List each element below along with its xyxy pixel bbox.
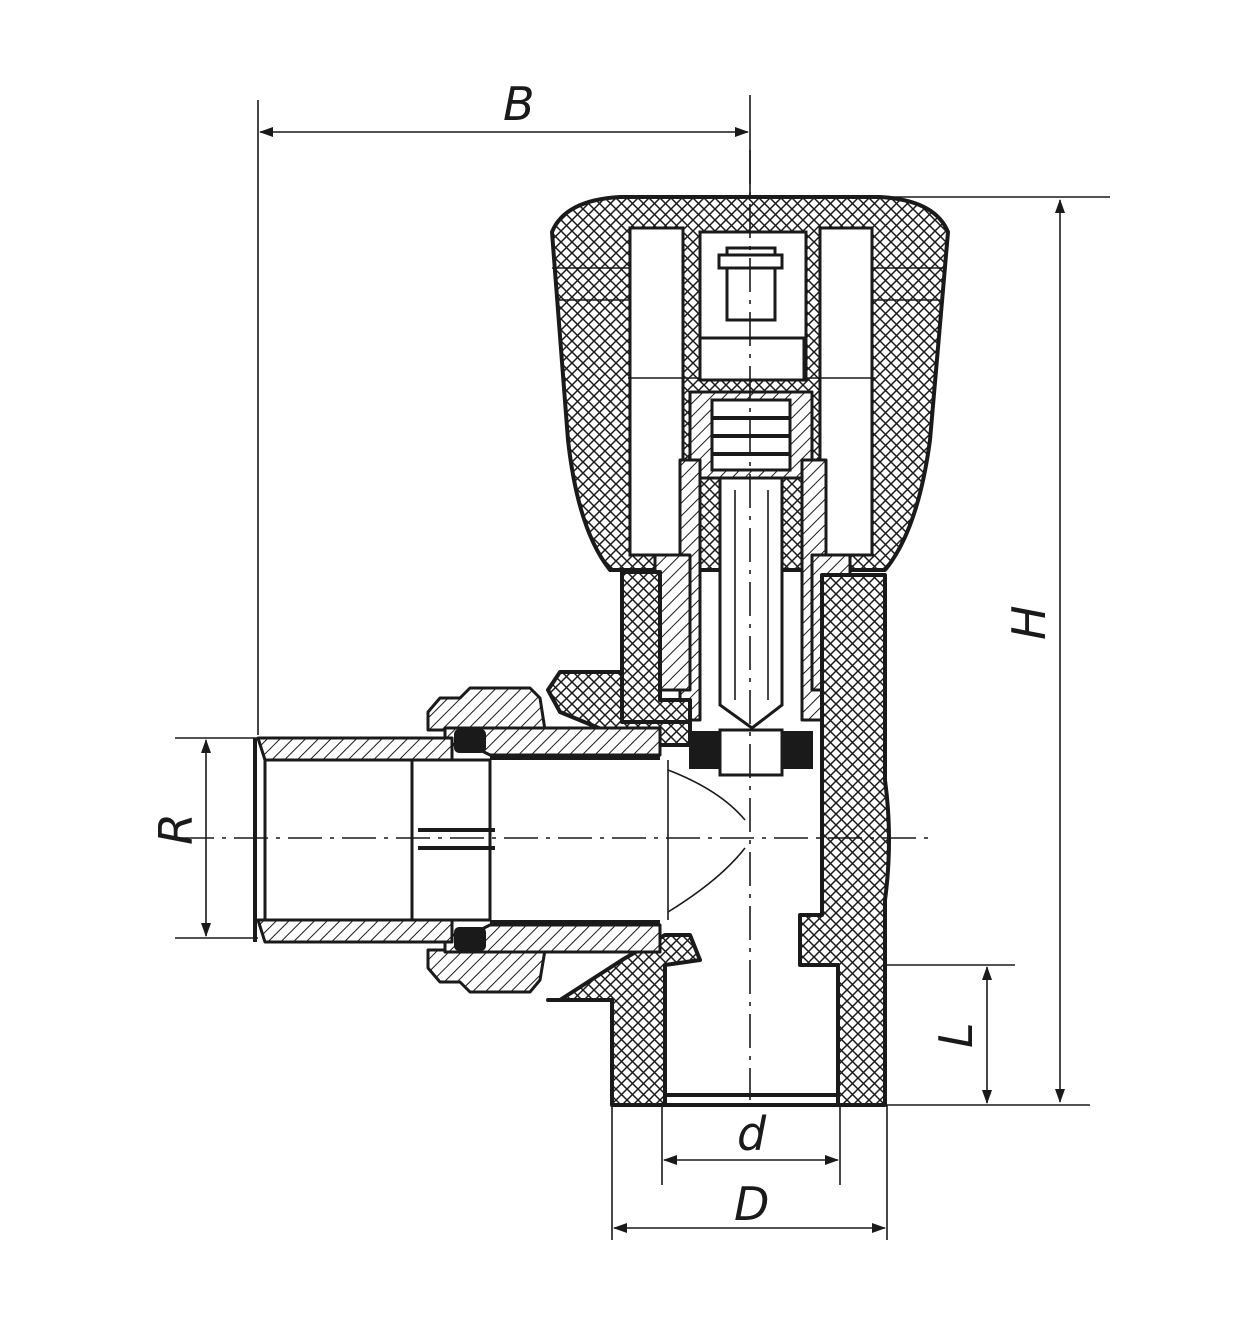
dimension-label-r: R [149,813,203,845]
dimension-label-h: H [1002,605,1056,640]
valve-body [546,570,891,1107]
valve-stem [688,246,814,730]
dimension-label-b: B [503,77,535,131]
dimension-label-d-large: D [734,1177,769,1231]
dimension-label-l: L [929,1022,983,1048]
centre-lines [180,150,935,1100]
dimension-label-d-small: d [737,1107,767,1161]
union-connection [253,686,662,994]
dimension-lines [175,95,1110,1240]
